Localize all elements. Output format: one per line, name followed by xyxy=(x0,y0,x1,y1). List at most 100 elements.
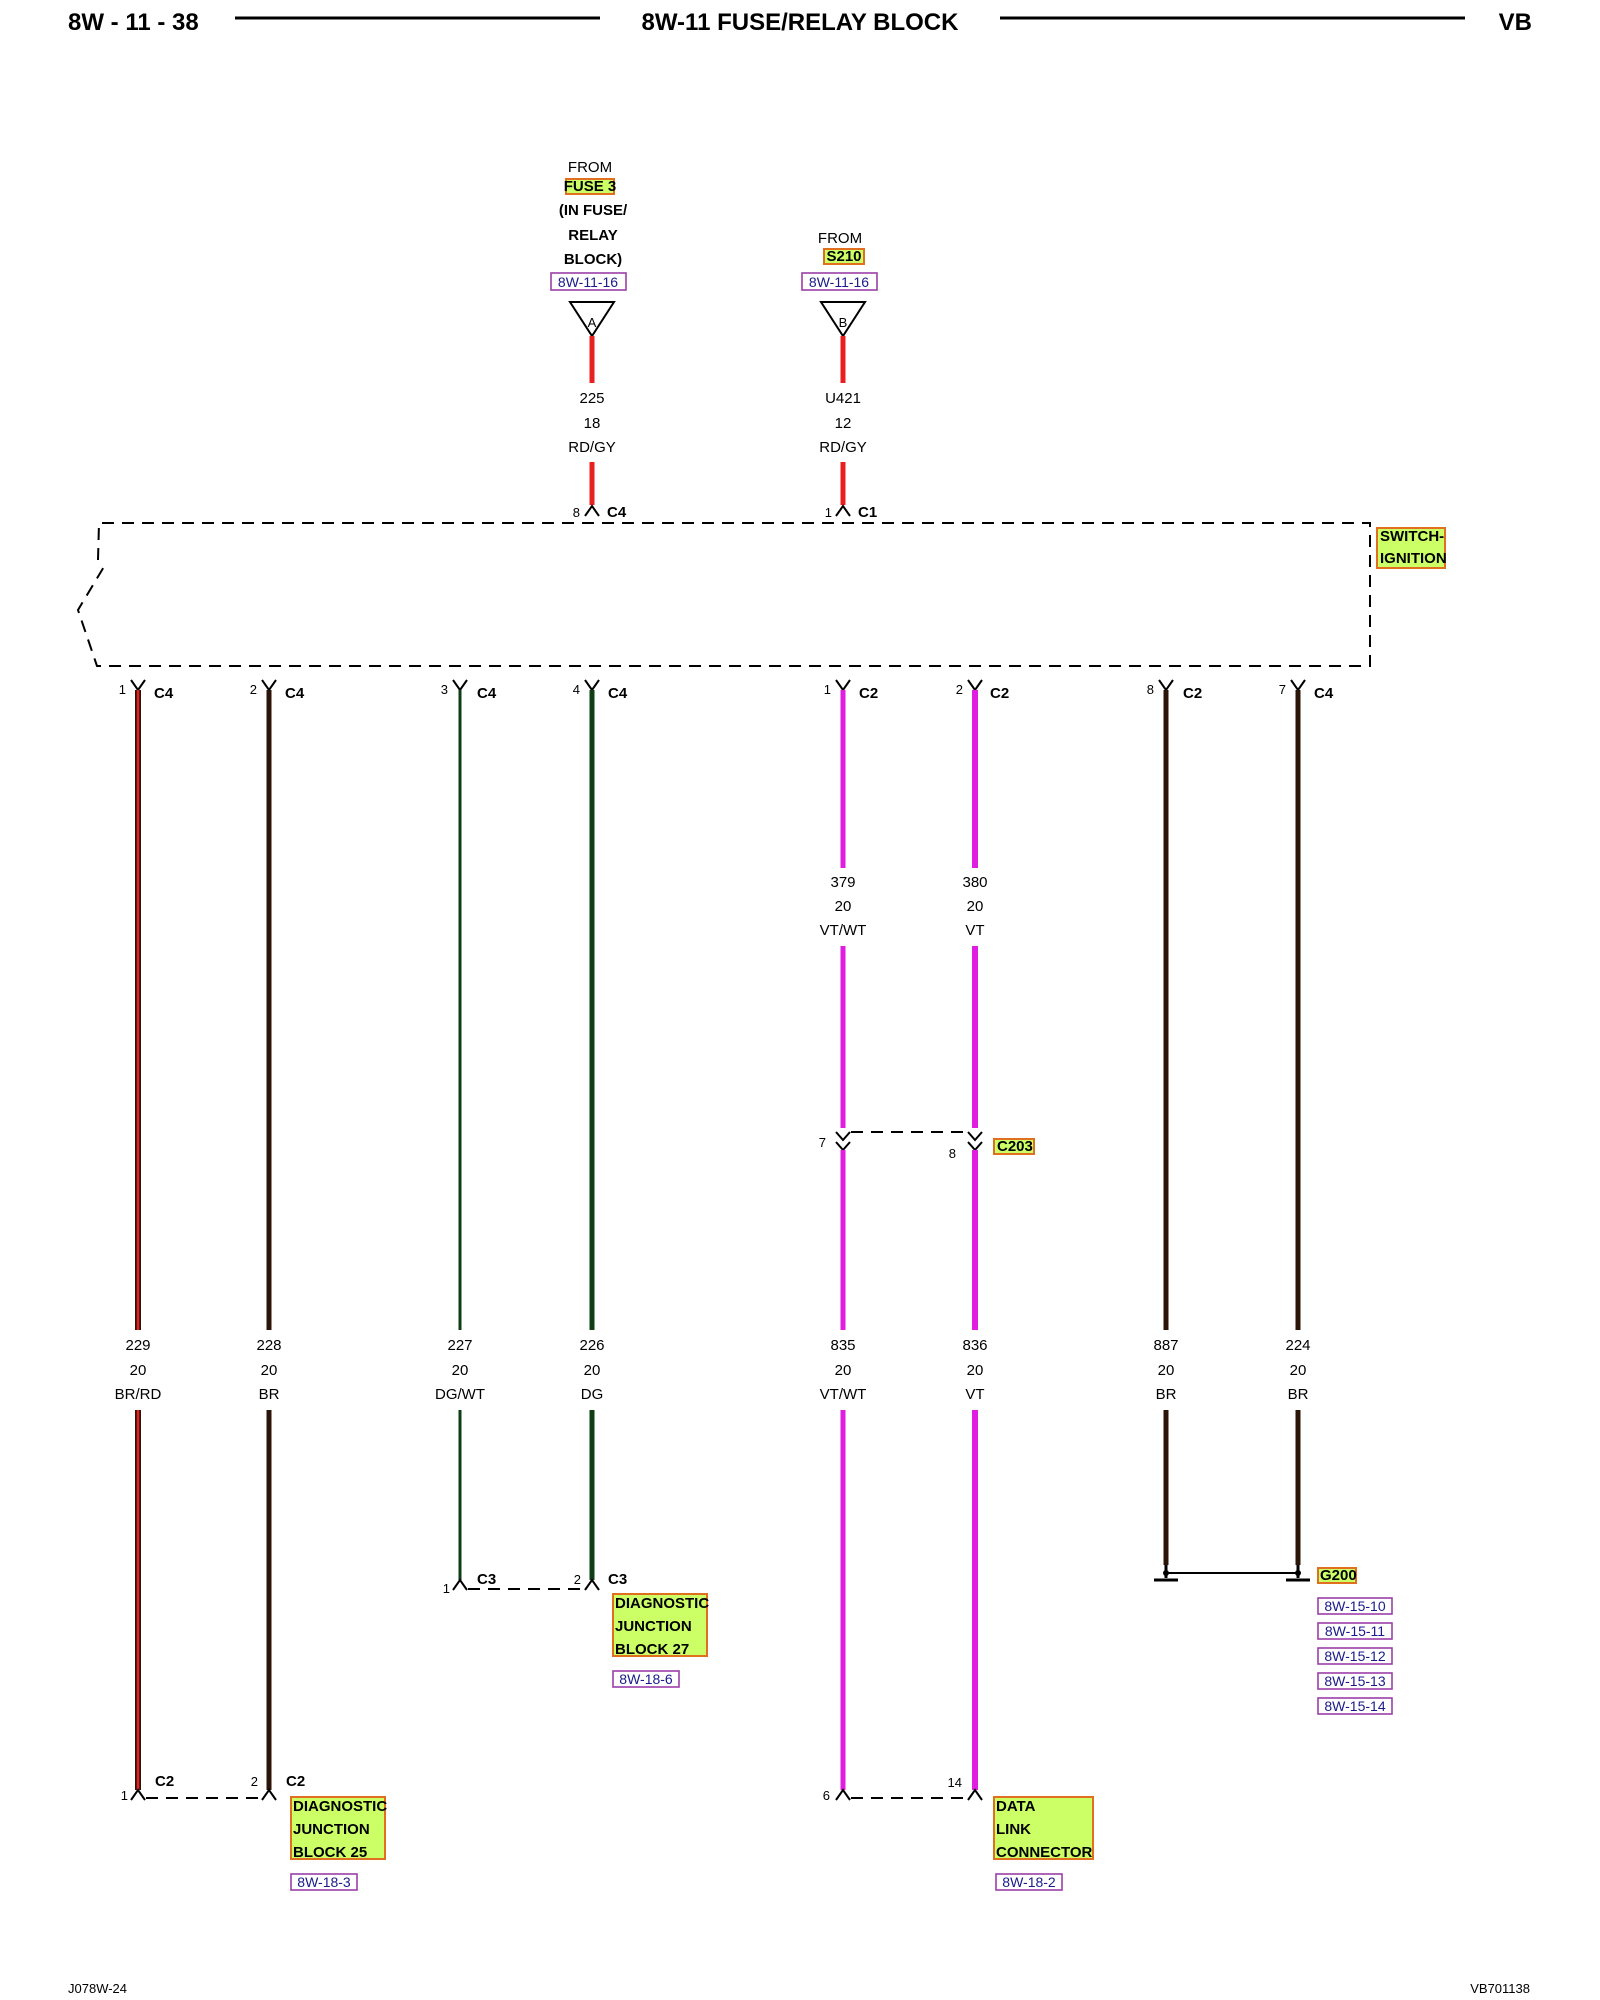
destination-label-line: JUNCTION xyxy=(293,1821,370,1838)
pin-terminal-icon xyxy=(452,679,468,692)
pin-terminal-icon xyxy=(261,1788,277,1801)
wire-color: BR xyxy=(1288,1386,1309,1403)
pin-number: 3 xyxy=(441,682,448,697)
circuit-number: 835 xyxy=(830,1337,855,1354)
pin-number: 1 xyxy=(443,1581,450,1596)
circuit-number: 379 xyxy=(830,874,855,891)
circuit-number: 887 xyxy=(1153,1337,1178,1354)
pin-terminal-icon xyxy=(967,679,983,692)
inline-connector-name: C203 xyxy=(997,1138,1033,1155)
wire-color: BR xyxy=(1156,1386,1177,1403)
ground-ref-link[interactable]: 8W-15-13 xyxy=(1324,1673,1385,1689)
wire-color: DG/WT xyxy=(435,1386,485,1403)
circuit-number: 227 xyxy=(447,1337,472,1354)
destination-diagnostic-junction-block-25: 1 C2 2 C2 DIAGNOSTIC JUNCTION BLOCK 25 8… xyxy=(121,1773,387,1891)
pin-terminal-icon xyxy=(452,1578,468,1591)
wire-gauge: 20 xyxy=(967,1362,984,1379)
pin-terminal-icon xyxy=(835,1788,851,1801)
connector-marker-icon xyxy=(819,301,867,338)
marker-letter: A xyxy=(588,315,597,330)
output-circuit-887: 8 C2 887 20 BR xyxy=(1147,679,1202,1565)
pin-number: 2 xyxy=(956,682,963,697)
wire-gauge: 20 xyxy=(452,1362,469,1379)
wire-gauge: 20 xyxy=(1158,1362,1175,1379)
wire-gauge: 18 xyxy=(584,415,601,432)
connector-id: C2 xyxy=(155,1773,174,1790)
connector-id: C4 xyxy=(285,685,305,702)
pin-terminal-icon xyxy=(1290,679,1306,692)
inline-connector-highlight xyxy=(993,1138,1035,1155)
pin-terminal-icon xyxy=(835,504,851,517)
source-name-highlight xyxy=(823,248,865,265)
pin-terminal-icon xyxy=(130,679,146,692)
ground-name: G200 xyxy=(1320,1567,1357,1584)
destination-label-highlight xyxy=(993,1796,1094,1860)
source-ref-box xyxy=(801,272,878,291)
destination-ref-link[interactable]: 8W-18-3 xyxy=(297,1874,351,1890)
pin-number: 1 xyxy=(119,682,126,697)
ground-ref-link[interactable]: 8W-15-12 xyxy=(1324,1648,1385,1664)
ground-ref-link[interactable]: 8W-15-10 xyxy=(1324,1598,1385,1614)
ground-g200: G200 8W-15-10 8W-15-11 8W-15-12 8W-15-13… xyxy=(1154,1565,1393,1715)
source-name: FUSE 3 xyxy=(564,178,617,195)
inline-pin-left: 7 xyxy=(819,1135,826,1150)
component-label-line: IGNITION xyxy=(1380,550,1447,567)
pin-terminal-icon xyxy=(584,679,600,692)
wire-color: VT xyxy=(965,1386,984,1403)
wire-color: RD/GY xyxy=(819,439,867,456)
ground-ref-box xyxy=(1317,1672,1393,1690)
circuit-number: 836 xyxy=(962,1337,987,1354)
connector-id: C3 xyxy=(477,1571,496,1588)
vehicle-code: VB xyxy=(1499,9,1532,36)
pin-number: 2 xyxy=(251,1774,258,1789)
ground-ref-box xyxy=(1317,1622,1393,1640)
pin-number: 1 xyxy=(825,505,832,520)
destination-ref-link[interactable]: 8W-18-2 xyxy=(1002,1874,1056,1890)
page-header: 8W - 11 - 38 8W-11 FUSE/RELAY BLOCK VB xyxy=(68,9,1532,36)
component-label-highlight xyxy=(1376,527,1446,569)
source-from-label: FROM xyxy=(568,159,612,176)
pin-number: 1 xyxy=(121,1788,128,1803)
destination-ref-link[interactable]: 8W-18-6 xyxy=(619,1671,673,1687)
wire-color: BR xyxy=(259,1386,280,1403)
wire-gauge: 20 xyxy=(1290,1362,1307,1379)
wire-color: VT/WT xyxy=(820,922,867,939)
component-outline xyxy=(76,522,1371,667)
destination-label-line: JUNCTION xyxy=(615,1618,692,1635)
circuit-number: 225 xyxy=(579,390,604,407)
connector-marker-icon xyxy=(568,301,616,338)
wire-gauge: 20 xyxy=(835,898,852,915)
connector-id: C2 xyxy=(286,1773,305,1790)
footer-right-id: VB701138 xyxy=(1470,1981,1530,1996)
ground-ref-box xyxy=(1317,1697,1393,1715)
pin-number: 2 xyxy=(250,682,257,697)
inline-connector-icon xyxy=(967,1141,983,1152)
source-from-label: FROM xyxy=(818,230,862,247)
destination-label-line: BLOCK 27 xyxy=(615,1641,689,1658)
ground-ref-link[interactable]: 8W-15-11 xyxy=(1325,1623,1385,1639)
pin-terminal-icon xyxy=(1158,679,1174,692)
circuit-number: 228 xyxy=(256,1337,281,1354)
source-location-line: BLOCK) xyxy=(564,251,622,268)
wire-color: BR/RD xyxy=(115,1386,162,1403)
wire-color: RD/GY xyxy=(568,439,616,456)
connector-id: C4 xyxy=(154,685,174,702)
destination-diagnostic-junction-block-27: 1 C3 2 C3 DIAGNOSTIC JUNCTION BLOCK 27 8… xyxy=(443,1571,709,1688)
circuit-number: U421 xyxy=(825,390,861,407)
source-location-line: RELAY xyxy=(568,227,617,244)
connector-id: C2 xyxy=(859,685,878,702)
pin-number: 4 xyxy=(573,682,580,697)
wire-color: VT/WT xyxy=(820,1386,867,1403)
footer-left-id: J078W-24 xyxy=(68,1981,127,1996)
circuit-number: 224 xyxy=(1285,1337,1310,1354)
source-ref-link[interactable]: 8W-11-16 xyxy=(558,274,618,290)
component-label-line: SWITCH- xyxy=(1380,528,1444,545)
ground-ref-link[interactable]: 8W-15-14 xyxy=(1324,1698,1385,1714)
destination-label-highlight xyxy=(290,1796,386,1860)
pin-number: 8 xyxy=(573,505,580,520)
page-ref: 8W - 11 - 38 xyxy=(68,9,199,36)
source-ref-link[interactable]: 8W-11-16 xyxy=(809,274,869,290)
output-circuit-380-836: 2 C2 380 20 VT 836 20 VT xyxy=(956,679,1009,1790)
inline-connector-icon xyxy=(967,1131,983,1142)
pin-terminal-icon xyxy=(130,1788,146,1801)
